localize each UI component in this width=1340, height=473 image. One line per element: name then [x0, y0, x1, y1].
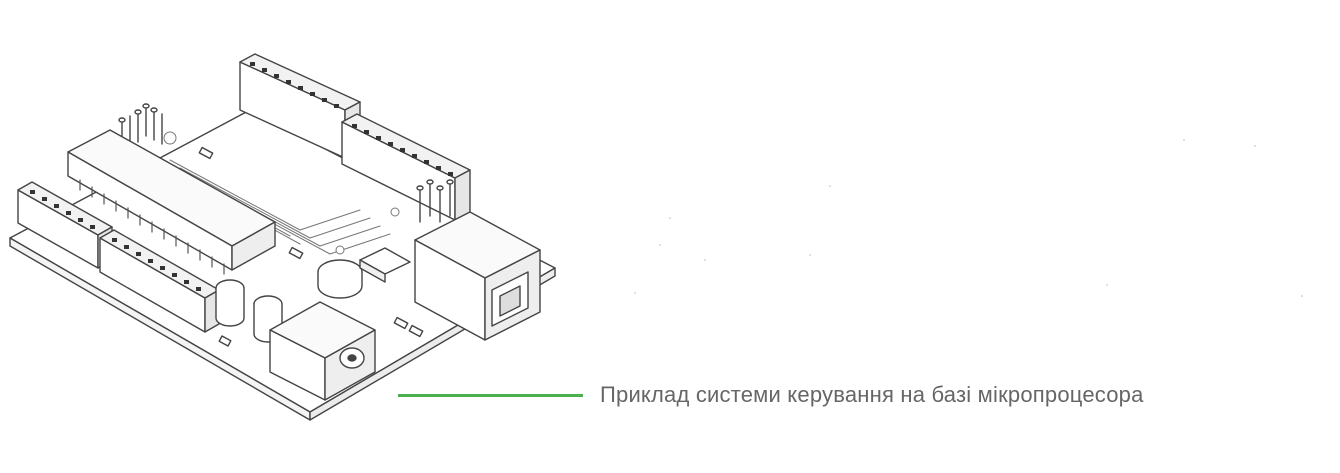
- smd-parts: [198, 146, 424, 347]
- crystal: [317, 259, 363, 299]
- small-chip: [359, 247, 411, 283]
- header-top-right: [341, 113, 471, 221]
- header-top-left: [239, 53, 361, 159]
- pin-header-right: [416, 179, 454, 223]
- board-illustration: [9, 53, 556, 421]
- caption-text: Приклад системи керування на базі мікроп…: [600, 382, 1144, 407]
- caption: Приклад системи керування на базі мікроп…: [398, 378, 1144, 412]
- microcontroller-chip: [67, 129, 276, 275]
- caption-accent-line: [398, 393, 583, 397]
- power-jack: [269, 301, 376, 401]
- usb-connector: [414, 211, 541, 341]
